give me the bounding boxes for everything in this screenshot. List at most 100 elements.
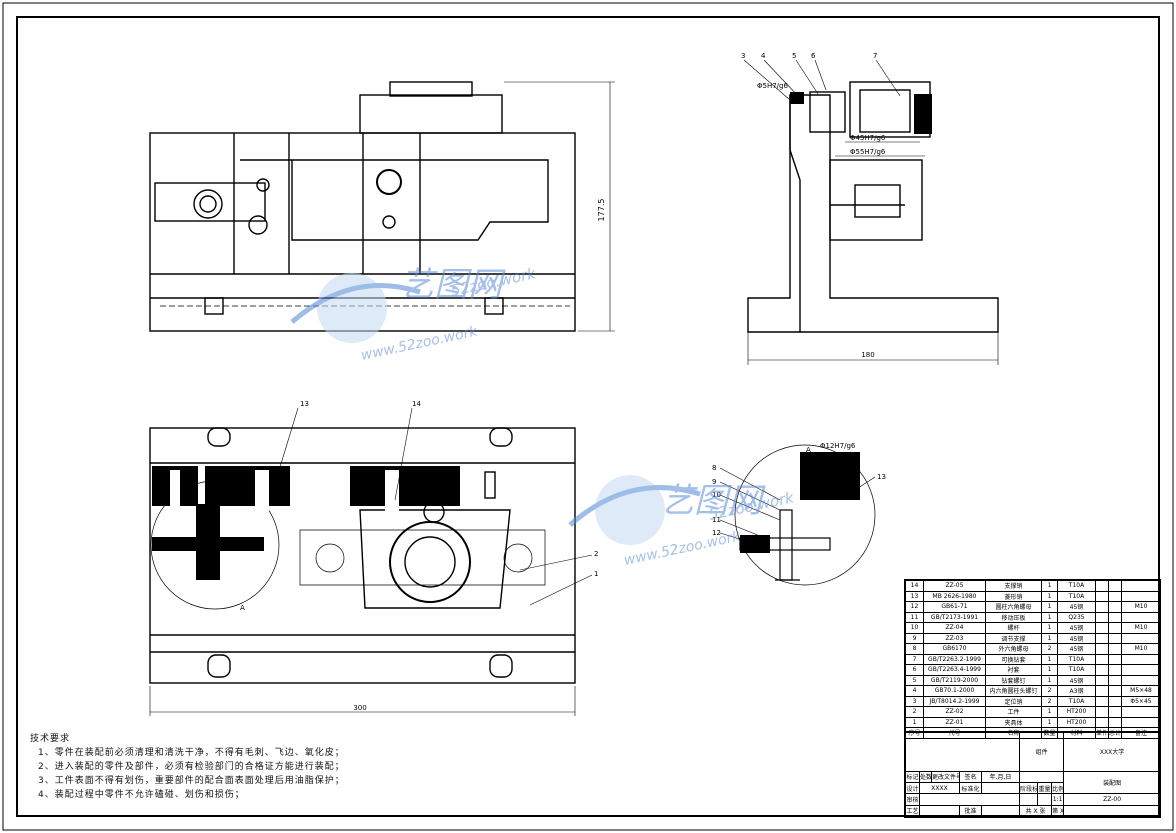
bom-cell-code: ZZ-04 bbox=[923, 622, 986, 634]
bom-cell-mat: Q235 bbox=[1057, 611, 1096, 623]
section-dims bbox=[149, 407, 593, 716]
bom-cell-name: 支撑销 bbox=[985, 580, 1042, 592]
bom-cell-no: 14 bbox=[905, 580, 924, 592]
bom-cell-u bbox=[1095, 716, 1109, 728]
bom-cell-name: 外六角螺母 bbox=[985, 643, 1042, 655]
section-mark: A bbox=[240, 604, 245, 612]
bom-cell-code: ZZ-03 bbox=[923, 632, 986, 644]
balloon-13b: 13 bbox=[877, 473, 886, 481]
tb-design-name: XXXX bbox=[919, 781, 960, 795]
bom-cell-qty: 1 bbox=[1041, 601, 1058, 613]
side-view bbox=[747, 81, 999, 365]
side-leaders bbox=[743, 59, 901, 101]
bom-cell-u bbox=[1095, 643, 1109, 655]
watermark-text-2: 艺图网 bbox=[660, 481, 766, 521]
bom-cell-t bbox=[1108, 601, 1122, 613]
bom-cell-mat: A3钢 bbox=[1057, 685, 1096, 697]
balloon-12: 12 bbox=[712, 529, 721, 537]
bom-cell-qty: 1 bbox=[1041, 632, 1058, 644]
bom-cell-t bbox=[1108, 674, 1122, 686]
bom-cell-no: 3 bbox=[905, 695, 924, 707]
balloon-8: 8 bbox=[712, 464, 716, 472]
bom-cell-t bbox=[1108, 580, 1122, 592]
bom-cell-no: 5 bbox=[905, 674, 924, 686]
front-view bbox=[149, 81, 615, 332]
bom-cell-name: 螺杆 bbox=[985, 622, 1042, 634]
detail-section-mark: A bbox=[806, 446, 811, 454]
bom-cell-note: Φ5×45 bbox=[1121, 695, 1161, 707]
bom-cell-note bbox=[1121, 590, 1161, 602]
tb-assembly: 组件 bbox=[1019, 732, 1065, 772]
tb-school: XXX大学 bbox=[1063, 732, 1162, 772]
bom-cell-t bbox=[1108, 611, 1122, 623]
bom-cell-no: 4 bbox=[905, 685, 924, 697]
bom-cell-no: 8 bbox=[905, 643, 924, 655]
bom-cell-t bbox=[1108, 706, 1122, 718]
bom-cell-no: 1 bbox=[905, 716, 924, 728]
balloon-11: 11 bbox=[712, 516, 721, 524]
bom-cell-note bbox=[1121, 716, 1161, 728]
tb-std: 标准化 bbox=[959, 781, 982, 795]
bom-cell-t bbox=[1108, 695, 1122, 707]
bom-cell-name: 移动压板 bbox=[985, 611, 1042, 623]
section-hatch-gaps bbox=[170, 470, 399, 522]
balloon-14: 14 bbox=[412, 400, 421, 408]
bom-cell-no: 9 bbox=[905, 632, 924, 644]
balloon-10: 10 bbox=[712, 491, 721, 499]
technical-requirements: 技术要求 1、零件在装配前必须清理和清洗干净，不得有毛刺、飞边、氧化皮； 2、进… bbox=[30, 732, 370, 802]
tb-design: 设计 bbox=[905, 781, 920, 795]
bom-cell-no: 6 bbox=[905, 664, 924, 676]
bom-cell-u bbox=[1095, 664, 1109, 676]
bom-cell-t bbox=[1108, 653, 1122, 665]
tb-approve: 批准 bbox=[959, 804, 982, 818]
bom-cell-qty: 2 bbox=[1041, 685, 1058, 697]
bom-cell-note: M10 bbox=[1121, 622, 1161, 634]
bom-cell-name: 工件 bbox=[985, 706, 1042, 718]
bom-cell-mat: T10A bbox=[1057, 580, 1096, 592]
bom-cell-note: M10 bbox=[1121, 643, 1161, 655]
fit-phi45: Φ45H7/g6 bbox=[850, 134, 886, 142]
title-block: 组件 XXX大学 标记 处数 更改文件号 签名 年,月,日 装配图 设计 XXX… bbox=[904, 731, 1162, 818]
bom-cell-no: 11 bbox=[905, 611, 924, 623]
bom-cell-no: 2 bbox=[905, 706, 924, 718]
bom-cell-qty: 1 bbox=[1041, 611, 1058, 623]
watermark-logo-2: 艺图网 52zoo.work www.52zoo.work bbox=[568, 475, 797, 569]
bom-cell-u bbox=[1095, 590, 1109, 602]
bom-cell-t bbox=[1108, 716, 1122, 728]
dim-width-side: 180 bbox=[861, 351, 874, 359]
bom-cell-t bbox=[1108, 685, 1122, 697]
bom-cell-t bbox=[1108, 590, 1122, 602]
bom-cell-code: GB6170 bbox=[923, 643, 986, 655]
tb-sheets: 共 X 张 bbox=[1019, 804, 1053, 818]
tb-sheet: 第 X 张 bbox=[1051, 804, 1065, 818]
bom-cell-name: 衬套 bbox=[985, 664, 1042, 676]
tb-count: 处数 bbox=[919, 770, 932, 783]
detail-hatch bbox=[740, 452, 860, 553]
balloon-13: 13 bbox=[300, 400, 309, 408]
bom-cell-name: 钻套螺钉 bbox=[985, 674, 1042, 686]
bom-cell-code: GB61-71 bbox=[923, 601, 986, 613]
balloon-4: 4 bbox=[761, 52, 766, 60]
note-item: 2、进入装配的零件及部件，必须有检验部门的合格证方能进行装配； bbox=[38, 762, 345, 772]
bom-cell-t bbox=[1108, 664, 1122, 676]
balloon-6: 6 bbox=[811, 52, 816, 60]
bom-cell-u bbox=[1095, 601, 1109, 613]
bom-cell-code: ZZ-01 bbox=[923, 716, 986, 728]
bom-cell-mat: 45钢 bbox=[1057, 643, 1096, 655]
fit-phi5: Φ5H7/g6 bbox=[757, 82, 788, 90]
balloon-3: 3 bbox=[741, 52, 745, 60]
bom-cell-mat: T10A bbox=[1057, 664, 1096, 676]
bom-cell-u bbox=[1095, 580, 1109, 592]
bom-cell-mat: HT200 bbox=[1057, 706, 1096, 718]
bom-cell-code: ZZ-02 bbox=[923, 706, 986, 718]
bom-cell-u bbox=[1095, 685, 1109, 697]
bom-cell-code: JB/T8014.2-1999 bbox=[923, 695, 986, 707]
